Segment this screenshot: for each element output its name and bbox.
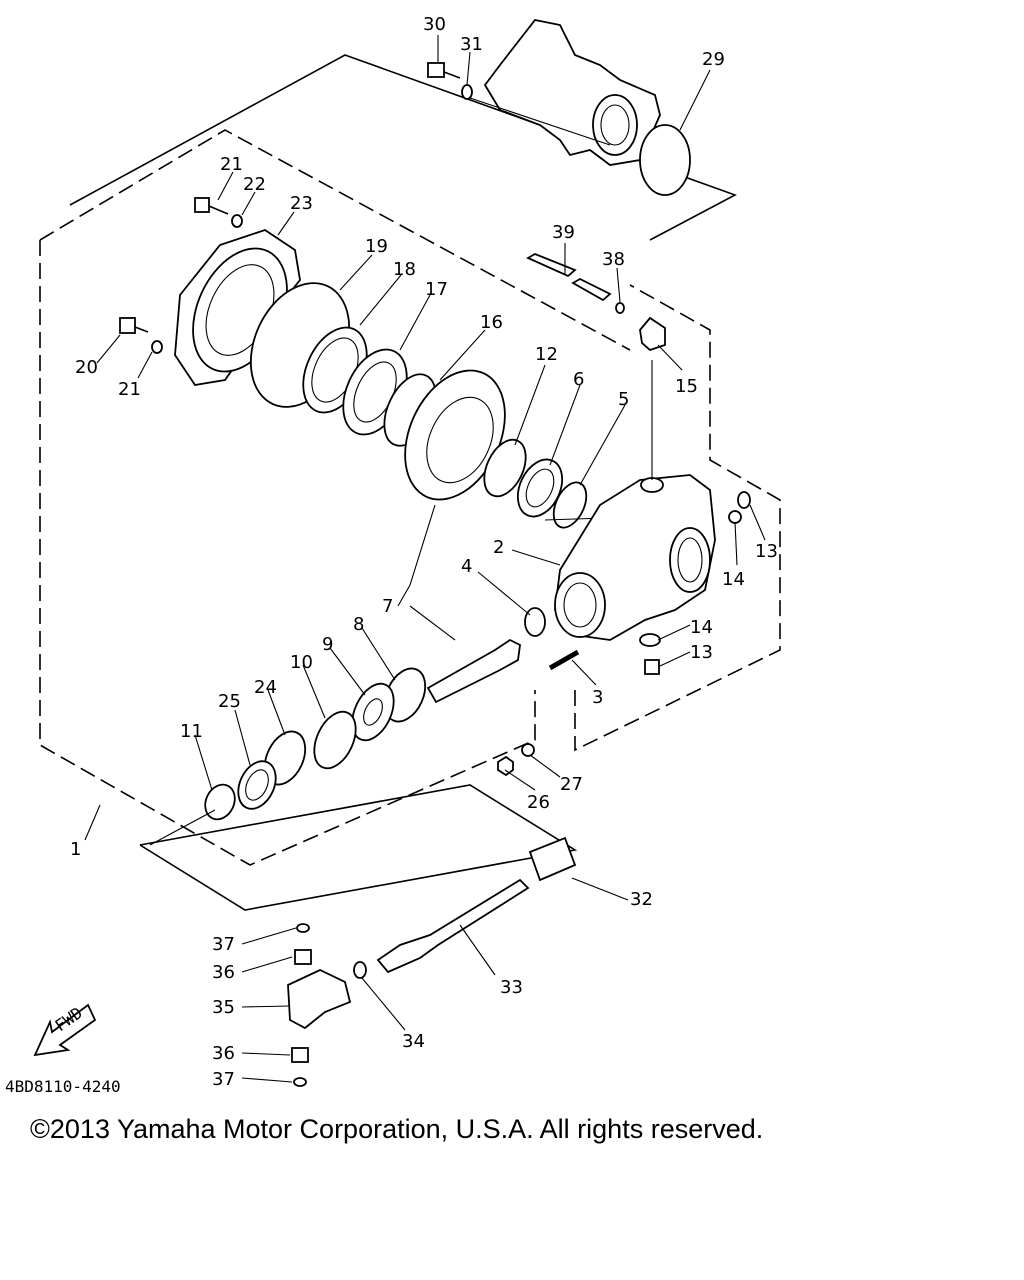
breather-parts — [526, 253, 666, 352]
drive-shaft-assembly — [353, 836, 577, 979]
callout-38: 38 — [602, 249, 625, 270]
callout-12: 12 — [535, 344, 558, 365]
callout-20: 20 — [75, 357, 98, 378]
callout-13-lower: 13 — [690, 642, 713, 663]
callout-36-upper: 36 — [212, 962, 235, 983]
callout-1: 1 — [70, 839, 81, 860]
callout-15: 15 — [675, 376, 698, 397]
leader-lines — [84, 35, 766, 1083]
callout-22: 21 — [220, 154, 243, 175]
callout-4: 4 — [461, 556, 472, 577]
callout-37-upper: 37 — [212, 934, 235, 955]
drain-plugs — [639, 491, 751, 675]
callout-14-upper: 14 — [722, 569, 745, 590]
gear-case-part — [554, 360, 716, 641]
callout-9: 9 — [322, 634, 333, 655]
copyright-notice: ©2013 Yamaha Motor Corporation, U.S.A. A… — [30, 1114, 764, 1144]
callout-39: 39 — [552, 222, 575, 243]
fwd-arrow-icon: FWD — [33, 1003, 97, 1057]
drawing-code: 4BD8110-4240 — [5, 1077, 121, 1096]
callout-24: 23 — [290, 193, 313, 214]
callout-5: 5 — [618, 389, 629, 410]
callout-3: 3 — [592, 687, 603, 708]
callout-14-lower: 14 — [690, 617, 713, 638]
universal-joint-assembly — [287, 923, 352, 1087]
callout-23: 22 — [243, 174, 266, 195]
bolt-30-icon — [427, 62, 461, 79]
callout-6: 6 — [573, 369, 584, 390]
shims-and-seals — [249, 282, 437, 447]
upper-housing-part — [427, 19, 691, 196]
callout-36-lower: 36 — [212, 1043, 235, 1064]
callout-25: 24 — [254, 677, 277, 698]
callout-16: 16 — [480, 312, 503, 333]
callout-labels: 30 31 29 21 22 23 19 18 17 16 12 6 5 39 … — [70, 14, 778, 1090]
pinion-assembly — [149, 607, 546, 846]
bolt-20-icon — [119, 317, 149, 334]
callout-30: 30 — [423, 14, 446, 35]
callout-7: 7 — [382, 596, 393, 617]
callout-37-lower: 37 — [212, 1069, 235, 1090]
callout-32: 32 — [630, 889, 653, 910]
callout-21: 21 — [118, 379, 141, 400]
callout-2: 2 — [493, 537, 504, 558]
callout-28: 27 — [560, 774, 583, 795]
callout-35: 35 — [212, 997, 235, 1018]
assembly-outline — [39, 54, 781, 911]
callout-11: 11 — [180, 721, 203, 742]
callout-17: 17 — [425, 279, 448, 300]
callout-8: 8 — [353, 614, 364, 635]
callout-26: 25 — [218, 691, 241, 712]
callout-34: 34 — [402, 1031, 425, 1052]
callout-19: 19 — [365, 236, 388, 257]
callout-29: 29 — [702, 49, 725, 70]
callout-33: 33 — [500, 977, 523, 998]
callout-13-upper: 13 — [755, 541, 778, 562]
callout-27: 26 — [527, 792, 550, 813]
ring-gear-part — [404, 369, 606, 529]
bolt-22-icon — [194, 197, 229, 215]
callout-31: 31 — [460, 34, 483, 55]
stud-and-nut — [497, 649, 580, 777]
callout-18: 18 — [393, 259, 416, 280]
callout-10: 10 — [290, 652, 313, 673]
